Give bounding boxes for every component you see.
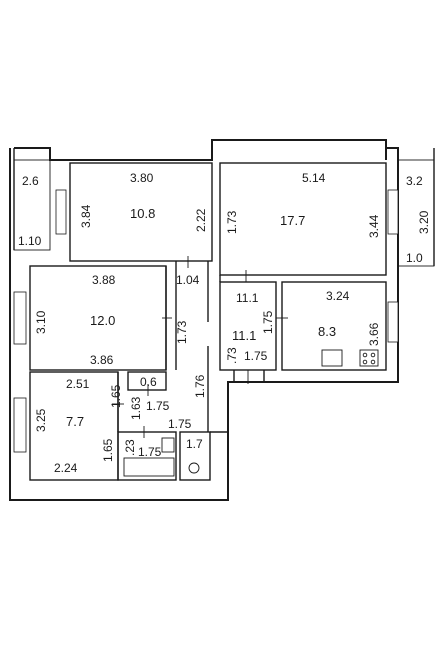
- dim-toilet: 1.7: [186, 437, 203, 451]
- dim-hall-small: 1.04: [176, 273, 200, 287]
- dim-balcony-right-width: 3.2: [406, 174, 423, 188]
- dim-room-top-left-inner: 2.22: [194, 208, 208, 232]
- dim-balcony-left-depth: 1.10: [18, 234, 42, 248]
- dim-room-middle-left-top: 3.88: [92, 273, 116, 287]
- dim-balcony-left-width: 2.6: [22, 174, 39, 188]
- dim-corridor-bottom: 1.75: [244, 349, 268, 363]
- bathroom: [117, 431, 177, 481]
- dim-kitchen-height: 3.66: [367, 322, 381, 346]
- dim-room-bottom-left-right-bottom: 1.65: [101, 438, 115, 462]
- area-room-top-left: 10.8: [130, 206, 155, 221]
- dim-room-middle-left-bottom: 3.86: [90, 353, 114, 367]
- dim-room-bottom-left-bottom: 2.24: [54, 461, 78, 475]
- room-top-left: [69, 162, 213, 262]
- dim-room-middle-left-height: 3.10: [34, 310, 48, 334]
- area-room-top-right: 17.7: [280, 213, 305, 228]
- area-room-middle-left: 12.0: [90, 313, 115, 328]
- outer-walls: [9, 139, 399, 501]
- dim-room-bottom-left-top: 2.51: [66, 377, 90, 391]
- area-corridor: 11.1: [232, 328, 256, 343]
- dim-bathroom-inner: 1.75: [138, 445, 162, 459]
- balcony-left: [13, 148, 51, 251]
- room-top-right: [219, 162, 387, 276]
- windows: [13, 189, 399, 453]
- dim-hall-long: 1.76: [193, 374, 207, 398]
- closet: [127, 371, 167, 391]
- dim-room-top-right-width: 5.14: [302, 171, 326, 185]
- dim-room-middle-left-right: 1.73: [175, 320, 189, 344]
- toilet: [179, 431, 211, 481]
- dim-balcony-right-small: 1.0: [406, 251, 423, 265]
- dim-closet: 0.6: [140, 375, 157, 389]
- dim-corridor-small: .73: [225, 347, 239, 364]
- dim-bathroom-top: 1.75: [168, 417, 192, 431]
- area-room-bottom-left: 7.7: [66, 414, 84, 429]
- dim-balcony-right-depth: 3.20: [417, 210, 431, 234]
- door-marks: [112, 256, 288, 438]
- dim-room-top-right-height: 3.44: [367, 214, 381, 238]
- dim-kitchen-width: 3.24: [326, 289, 350, 303]
- dim-room-top-right-left: 1.73: [225, 210, 239, 234]
- kitchen-fixtures: [321, 349, 379, 367]
- dim-room-bottom-left-height: 3.25: [34, 408, 48, 432]
- dim-corridor-top: 11.1: [236, 291, 259, 305]
- dim-bathroom-side: .23: [123, 439, 137, 456]
- balcony-right: [397, 148, 435, 267]
- dim-room-top-left-height: 3.84: [79, 204, 93, 228]
- kitchen: [281, 281, 387, 371]
- dim-closet-side: 1.63: [129, 396, 143, 420]
- labels: 2.6 1.10 3.80 10.8 3.84 2.22 5.14 17.7 1…: [18, 171, 431, 475]
- dim-room-top-left-width: 3.80: [130, 171, 154, 185]
- area-kitchen: 8.3: [318, 324, 336, 339]
- dim-room-bottom-left-right-top: 1.65: [109, 384, 123, 408]
- dim-closet-bottom: 1.75: [146, 399, 170, 413]
- dim-corridor-side: 1.75: [261, 310, 275, 334]
